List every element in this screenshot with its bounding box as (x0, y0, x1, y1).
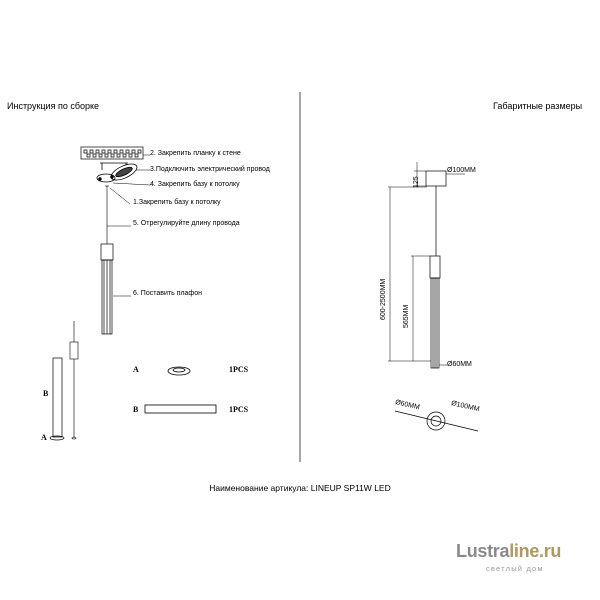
dim-canopy-height: 125 (413, 176, 420, 188)
leader-lines (107, 154, 151, 297)
part-b-label: B (43, 389, 49, 398)
dimensions-title: Габаритные размеры (493, 101, 583, 111)
lamp-shade-icon (100, 243, 114, 335)
dimension-shade (429, 255, 441, 369)
dim-cable-length: 600-2500MM (380, 278, 387, 320)
step-2: 2. Закрепить планку к стене (150, 150, 241, 157)
screw-icon (105, 185, 109, 192)
step-4: 4. Закрепить базу к потолку (150, 181, 240, 188)
part-a-list-icon (167, 366, 191, 376)
dim-canopy-diameter: Ø100MM (447, 167, 476, 174)
step-3: 3.Подключить электрический провод (150, 166, 270, 173)
watermark-tagline: светлый дом (486, 564, 544, 573)
step-1: 1.Закрепить базу к потолку (133, 199, 221, 206)
dimension-lines (388, 162, 465, 366)
parts-list-b-qty: 1PCS (229, 405, 249, 414)
watermark-logo: Lustraline.ru (456, 541, 562, 561)
dim-shade-diameter: Ø60MM (447, 361, 472, 368)
dimension-canopy (425, 170, 447, 256)
part-b-tube-icon (52, 357, 63, 438)
parts-list-a-qty: 1PCS (229, 365, 249, 374)
dim-shade-length: 565MM (403, 304, 410, 328)
step-5: 5. Отрегулируйте длину провода (133, 220, 240, 227)
part-b-list-icon (144, 404, 217, 414)
step-6: 6. Поставить плафон (133, 290, 202, 297)
assembled-lamp-icon (69, 321, 79, 440)
part-a-ring-icon (49, 435, 65, 441)
assembly-instructions-title: Инструкция по сборке (7, 101, 100, 111)
part-a-label: A (41, 433, 47, 442)
canopy-base-icon (96, 163, 138, 183)
ceiling-icon (80, 146, 144, 160)
parts-list-a-letter: A (133, 365, 139, 374)
article-name: Наименование артикула: LINEUP SP11W LED (209, 483, 391, 493)
dimension-top-view (394, 410, 479, 432)
parts-list-b-letter: B (133, 405, 139, 414)
